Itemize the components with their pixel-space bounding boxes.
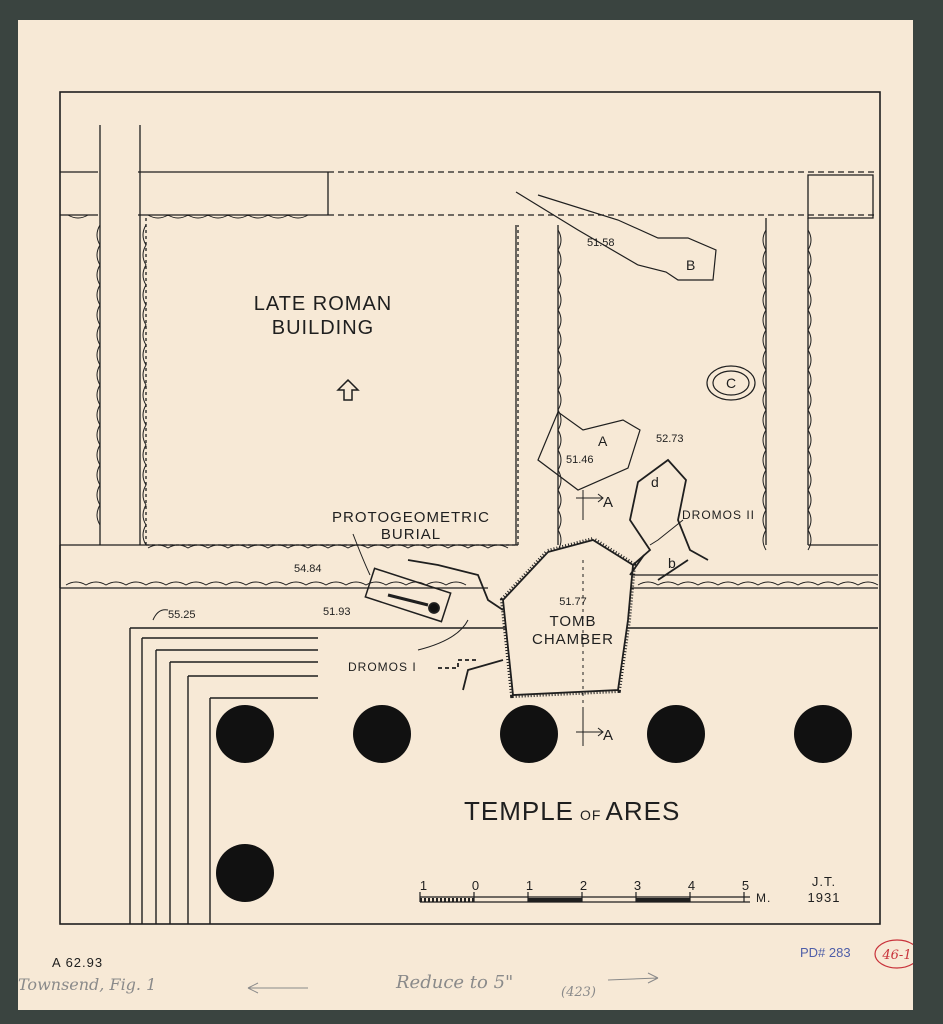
pencil-note-left: Townsend, Fig. 1 bbox=[18, 975, 156, 994]
column bbox=[794, 705, 852, 763]
pencil-arrow-left-icon bbox=[247, 982, 308, 994]
scale-tick: 1 bbox=[420, 878, 428, 893]
column bbox=[647, 705, 705, 763]
elev-5177: 51.77 bbox=[559, 596, 587, 608]
scale-tick: 0 bbox=[472, 878, 480, 893]
elev-5484: 54.84 bbox=[294, 563, 322, 575]
site-plan: LATE ROMAN BUILDING PROTOGEOMETRIC BURIA… bbox=[18, 91, 913, 1000]
burial-outline bbox=[364, 567, 452, 623]
scale-tick: 5 bbox=[742, 878, 750, 893]
plan-border bbox=[59, 91, 881, 925]
dromos2-label: DROMOS II bbox=[682, 508, 755, 522]
building-label-2: BUILDING bbox=[272, 317, 374, 339]
north-arrow-icon bbox=[336, 378, 360, 401]
tomb-label-2: CHAMBER bbox=[532, 631, 614, 648]
elev-5146: 51.46 bbox=[566, 454, 594, 466]
pit-a-outline bbox=[537, 411, 641, 491]
section-marks bbox=[576, 490, 604, 746]
circled-number: 46-1 bbox=[881, 948, 911, 963]
pit-c-label: C bbox=[726, 375, 737, 391]
column bbox=[353, 705, 411, 763]
pits bbox=[515, 191, 756, 491]
scale-tick: 2 bbox=[580, 878, 588, 893]
scale-tick: 1 bbox=[526, 878, 534, 893]
wall-stones bbox=[65, 214, 879, 586]
pit-b-outline bbox=[515, 191, 717, 281]
scale-bar bbox=[419, 892, 750, 903]
section-a-top: A bbox=[603, 494, 614, 511]
column bbox=[500, 705, 558, 763]
tomb-label-1: TOMB bbox=[549, 613, 596, 630]
elev-5525: 55.25 bbox=[168, 609, 196, 621]
scale-tick: 4 bbox=[688, 878, 696, 893]
catalog-number: A 62.93 bbox=[52, 955, 103, 970]
burial-label-1: PROTOGEOMETRIC bbox=[332, 509, 490, 526]
dromos1-label: DROMOS I bbox=[348, 660, 417, 674]
pd-number: PD# 283 bbox=[800, 945, 851, 960]
elev-5193: 51.93 bbox=[323, 606, 351, 618]
leaders bbox=[152, 519, 684, 651]
scale-ticks: 1 0 1 2 3 4 5 M. bbox=[420, 878, 771, 905]
tomb-chamber bbox=[364, 458, 709, 699]
pencil-arrow-right-icon bbox=[607, 972, 659, 984]
column bbox=[216, 705, 274, 763]
elev-5273: 52.73 bbox=[656, 433, 684, 445]
pencil-note-middle: Reduce to 5" bbox=[395, 972, 513, 993]
signature-initials: J.T. bbox=[812, 874, 836, 889]
column bbox=[216, 844, 274, 902]
scale-unit: M. bbox=[756, 891, 771, 905]
pit-b-label: B bbox=[686, 257, 696, 273]
building-label-1: LATE ROMAN bbox=[254, 293, 393, 315]
burial-label-2: BURIAL bbox=[381, 526, 441, 543]
small-b-label: b bbox=[668, 555, 677, 571]
drawing-sheet: LATE ROMAN BUILDING PROTOGEOMETRIC BURIA… bbox=[18, 20, 913, 1010]
signature-year: 1931 bbox=[808, 890, 841, 905]
temple-steps bbox=[129, 627, 878, 924]
small-d-label: d bbox=[651, 474, 660, 490]
pencil-note-fraction: (423) bbox=[561, 985, 596, 1000]
pit-c-outline bbox=[706, 365, 756, 401]
scale-tick: 3 bbox=[634, 878, 642, 893]
pit-a-label: A bbox=[598, 433, 608, 449]
circled-number-ring bbox=[874, 939, 913, 969]
elev-5158: 51.58 bbox=[587, 237, 615, 249]
temple-columns bbox=[216, 705, 852, 902]
section-a-bottom: A bbox=[603, 727, 614, 744]
